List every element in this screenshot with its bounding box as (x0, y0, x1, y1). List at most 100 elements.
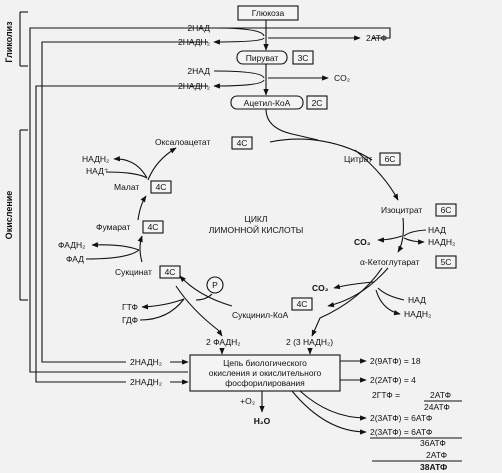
oxaloacetate-carbon-box (231, 136, 253, 150)
result-2: 2(2АТФ) = 4 (370, 375, 416, 385)
grand-total: 38АТФ (420, 462, 447, 472)
ketoglutarate-nadh: НАДН₂ (404, 309, 431, 319)
glycolysis-bracket (19, 11, 28, 67)
keto-nadh-out-curve (375, 289, 401, 316)
succinyl-coa-carbon: 4С (297, 299, 308, 309)
result-3-left: 2ГТФ = (372, 390, 400, 400)
isocitrate-carbon: 6С (441, 205, 452, 215)
ketoglutarate-label: α-Кетоглутарат (360, 257, 420, 267)
nadh-out-curve-2 (213, 79, 265, 89)
cycle-arc-isocitrate-keto (397, 217, 404, 253)
pyruvate-label: Пируват (246, 53, 279, 63)
pyruvate-carbon-box (292, 50, 314, 65)
ketoglutarate-nad: НАД (408, 295, 426, 305)
malate-nadh: НАДН₂ (82, 154, 109, 164)
nadh-cycle-out-arrow (311, 267, 383, 337)
result-arrow-4 (299, 390, 367, 421)
cycle-arc-citrate-isocitrate (354, 149, 399, 201)
ketoglutarate-co2: CO₂ (312, 283, 329, 293)
acetyl-coa-carbon: 2С (312, 98, 323, 108)
fadh-output: 2 ФАДН₂ (206, 337, 241, 347)
nadh-route-1 (41, 41, 208, 363)
fadh-out-arrow (175, 285, 223, 337)
cycle-arc-succinyl-succinate (179, 275, 233, 307)
phosphate-circle (206, 276, 224, 294)
oxidation-bracket (19, 129, 28, 301)
result-4: 2(3АТФ) = 6АТФ (370, 413, 432, 423)
phosphate-label: P (212, 280, 218, 290)
result-5-total: 36АТФ (420, 438, 446, 448)
succinate-carbon-box (159, 265, 181, 279)
malate-nad: НАД⁺ (86, 166, 109, 176)
ketoglutarate-carbon: 5С (441, 257, 452, 267)
keto-nad-in-curve (377, 287, 405, 301)
malate-nad-in-curve (105, 171, 148, 179)
citrate-label: Цитрат (344, 154, 372, 164)
isocitrate-nad: НАД (428, 225, 446, 235)
fumarate-label: Фумарат (96, 222, 130, 232)
glycolysis-label: Гликолиз (4, 21, 14, 63)
fumarate-carbon: 4С (148, 222, 159, 232)
nadh-cycle-output: 2 (3 НАДН₂) (286, 337, 333, 347)
malate-carbon-box (150, 180, 172, 194)
pyruvate-box (236, 50, 288, 65)
iso-co2-arrow (377, 235, 403, 243)
fumarate-fadh-out-curve (91, 242, 140, 251)
fumarate-fadh: ФАДН₂ (58, 240, 85, 250)
nad-in-curve-1 (213, 27, 265, 37)
cycle-arc-oxaloacetate-citrate (269, 138, 373, 161)
iso-nad-in-curve (403, 229, 427, 237)
cycle-arc-succinate-fumarate (137, 235, 143, 263)
acetyl-into-cycle-line (265, 108, 319, 141)
gdp-label: ГДФ (122, 315, 138, 325)
succinyl-coa-carbon-box (291, 297, 313, 311)
isocitrate-co2: CO₂ (354, 237, 371, 247)
citrate-carbon: 6С (385, 154, 396, 164)
malate-nadh-out-curve (113, 156, 148, 179)
ketoglutarate-carbon-box (435, 255, 457, 269)
cycle-arc-malate-oxaloacetate (147, 147, 177, 181)
glucose-label: Глюкоза (252, 8, 285, 18)
acetyl-coa-box (230, 95, 304, 110)
citrate-carbon-box (379, 152, 401, 166)
fumarate-fad-in-curve (85, 249, 140, 260)
malate-carbon: 4С (156, 182, 167, 192)
cycle-title-2: ЛИМОННОЙ КИСЛОТЫ (209, 224, 304, 235)
succinate-label: Сукцинат (115, 267, 152, 277)
atp-route (29, 27, 391, 373)
cycle-arc-fumarate-malate (137, 195, 147, 221)
etc-nadh-in-2: 2НАДН₂ (130, 377, 162, 387)
fumarate-carbon-box (142, 220, 164, 234)
co2-output-1: CO₂ (334, 73, 350, 83)
fumarate-fad: ФАД (66, 254, 84, 264)
acetyl-coa-label: Ацетил-КоА (244, 98, 291, 108)
nadh-route-2 (35, 85, 208, 383)
gtp-label: ГТФ (122, 302, 138, 312)
etc-line-3: фосфорилирования (225, 378, 305, 388)
gdp-in-curve (139, 298, 185, 321)
nad-in-curve-2 (213, 70, 265, 79)
oxaloacetate-carbon: 4С (237, 138, 248, 148)
result-arrow-5 (291, 390, 367, 435)
gtp-out-curve (141, 298, 185, 310)
acetyl-coa-carbon-box (306, 95, 328, 110)
oxaloacetate-label: Оксалоацетат (155, 137, 210, 147)
iso-nadh-out-curve (403, 237, 425, 245)
result-3-right: 2АТФ (430, 390, 451, 400)
result-1: 2(9АТФ) = 18 (370, 356, 421, 366)
phosphate-in-line (195, 293, 213, 301)
etc-line-2: окисления и окислительного (209, 368, 322, 378)
isocitrate-carbon-box (435, 203, 457, 217)
etc-nadh-in-1: 2НАДН₂ (130, 357, 162, 367)
malate-label: Малат (114, 182, 139, 192)
glucose-box (237, 5, 299, 21)
result-3-total: 24АТФ (424, 402, 450, 412)
water-label: H₂O (254, 416, 271, 426)
pyruvate-carbon: 3С (298, 53, 309, 63)
etc-line-1: Цепь биологического (223, 358, 307, 368)
result-5: 2(3АТФ) = 6АТФ (370, 427, 432, 437)
oxidation-label: Окисление (4, 191, 14, 240)
etc-box (189, 354, 341, 392)
nadh-out-curve-1 (213, 37, 265, 45)
